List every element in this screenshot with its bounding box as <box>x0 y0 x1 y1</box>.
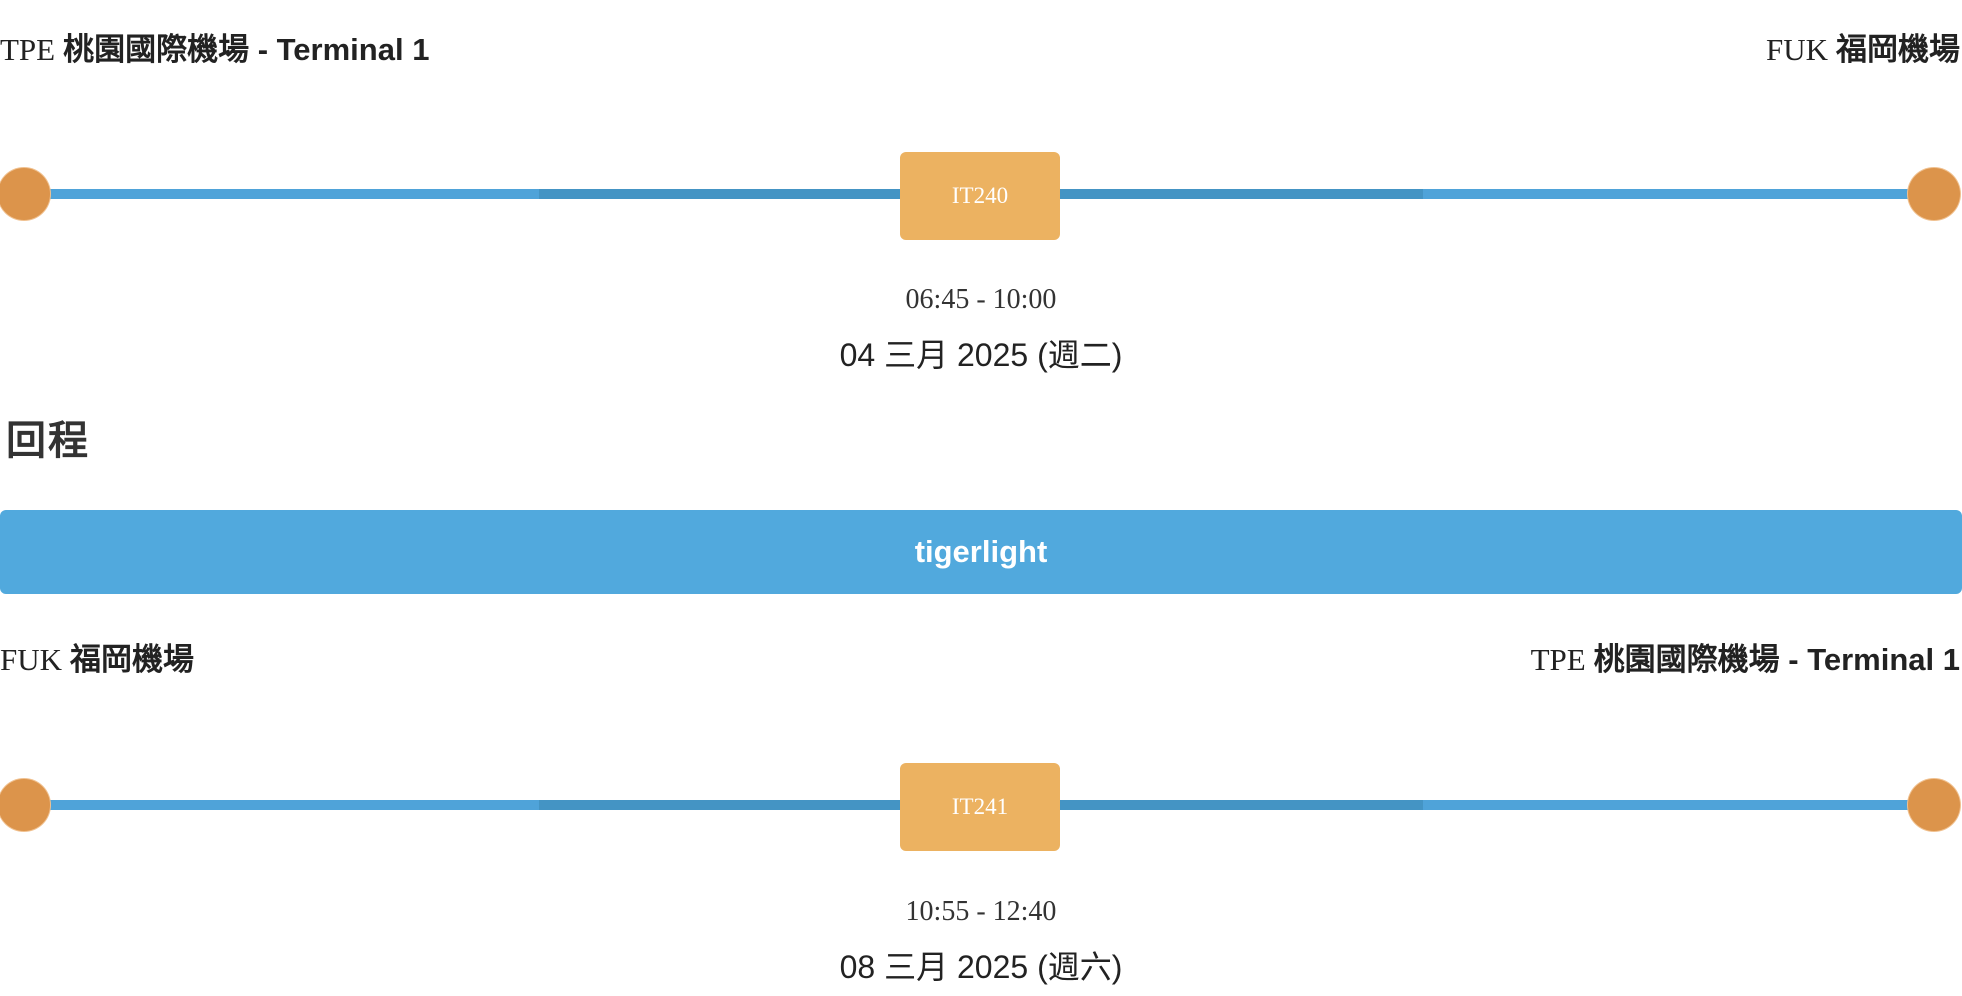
inbound-destination-name: 桃園國際機場 - Terminal 1 <box>1593 642 1960 677</box>
outbound-destination-code: FUK <box>1765 32 1828 67</box>
outbound-flight-badge: IT240 <box>900 152 1060 240</box>
inbound-origin-name: 福岡機場 <box>70 642 195 677</box>
inbound-route-track: IT241 <box>0 763 1962 851</box>
inbound-destination-code: TPE <box>1530 642 1586 677</box>
inbound-flight-times: 10:55 - 12:40 <box>905 896 1057 927</box>
outbound-origin-code: TPE <box>0 32 56 67</box>
outbound-origin-name: 桃園國際機場 - Terminal 1 <box>63 32 430 67</box>
return-airline-bar: tigerlight <box>0 510 1962 594</box>
inbound-origin-code: FUK <box>0 642 63 677</box>
inbound-origin-dot <box>0 779 50 831</box>
inbound-destination-dot <box>1908 779 1960 831</box>
inbound-flight-date: 08 三月 2025 (週六) <box>839 949 1123 985</box>
return-section-title: 回程 <box>6 419 90 463</box>
outbound-route-track: IT240 <box>0 152 1962 240</box>
outbound-flight-date: 04 三月 2025 (週二) <box>839 337 1123 373</box>
outbound-flight-times: 06:45 - 10:00 <box>905 284 1057 315</box>
outbound-destination-name: 福岡機場 <box>1836 32 1960 67</box>
outbound-origin-dot <box>0 168 50 220</box>
outbound-destination-dot <box>1908 168 1960 220</box>
inbound-flight-badge: IT241 <box>900 763 1060 851</box>
